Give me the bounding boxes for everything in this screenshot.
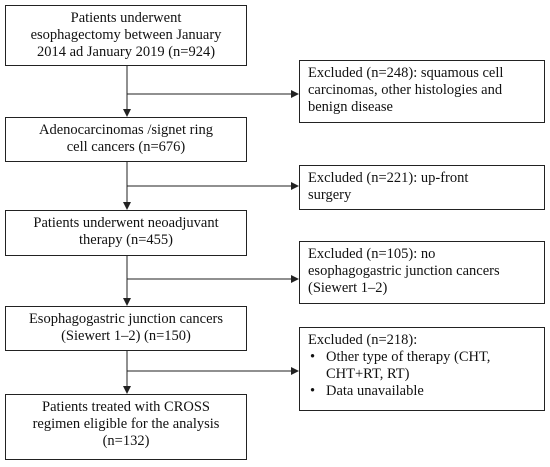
flow-box-enrolled: Patients underwent esophagectomy between… — [5, 5, 247, 66]
box-line: (Siewert 1–2) — [308, 280, 388, 296]
box-line: Other type of therapy (CHT, — [326, 349, 491, 365]
box-line: Excluded (n=221): up-front — [308, 170, 469, 186]
box-line: Excluded (n=248): squamous cell — [308, 65, 504, 81]
box-line: Data unavailable — [326, 383, 424, 399]
box-line: esophagectomy between January — [30, 27, 222, 43]
excluded-box-histology: Excluded (n=248): squamous cell carcinom… — [299, 60, 545, 123]
box-line: benign disease — [308, 99, 393, 115]
box-line: cell cancers (n=676) — [66, 139, 186, 155]
excluded-box-no-egj: Excluded (n=105): no esophagogastric jun… — [299, 241, 545, 304]
flow-box-neoadjuvant: Patients underwent neoadjuvant therapy (… — [5, 210, 247, 256]
box-line: surgery — [308, 187, 352, 203]
box-line: Adenocarcinomas /signet ring — [39, 122, 213, 138]
box-line: carcinomas, other histologies and — [308, 82, 503, 98]
box-line: Patients treated with CROSS — [42, 399, 210, 415]
box-line: Esophagogastric junction cancers — [28, 311, 224, 327]
box-line: Excluded (n=105): no — [308, 246, 436, 262]
box-line: therapy (n=455) — [79, 232, 173, 248]
box-line: (n=132) — [102, 433, 150, 449]
excluded-reasons-list: Other type of therapy (CHT, CHT+RT, RT) … — [308, 349, 536, 400]
box-line: esophagogastric junction cancers — [308, 263, 500, 279]
excluded-box-other-therapy: Excluded (n=218): Other type of therapy … — [299, 327, 545, 411]
box-line: CHT+RT, RT) — [326, 366, 410, 382]
flow-box-cross-regimen: Patients treated with CROSS regimen elig… — [5, 394, 247, 460]
list-item: Data unavailable — [310, 383, 536, 400]
box-line: (Siewert 1–2) (n=150) — [61, 328, 191, 344]
list-item: Other type of therapy (CHT, CHT+RT, RT) — [310, 349, 536, 383]
box-line: Patients underwent neoadjuvant — [33, 215, 219, 231]
flow-box-egj-cancers: Esophagogastric junction cancers (Siewer… — [5, 306, 247, 351]
flow-box-adenocarcinomas: Adenocarcinomas /signet ring cell cancer… — [5, 117, 247, 162]
box-line: 2014 ad January 2019 (n=924) — [36, 44, 216, 60]
box-line: Patients underwent — [70, 10, 182, 26]
box-line: Excluded (n=218): — [308, 332, 418, 348]
excluded-box-upfront-surgery: Excluded (n=221): up-front surgery — [299, 165, 545, 210]
box-line: regimen eligible for the analysis — [32, 416, 220, 432]
